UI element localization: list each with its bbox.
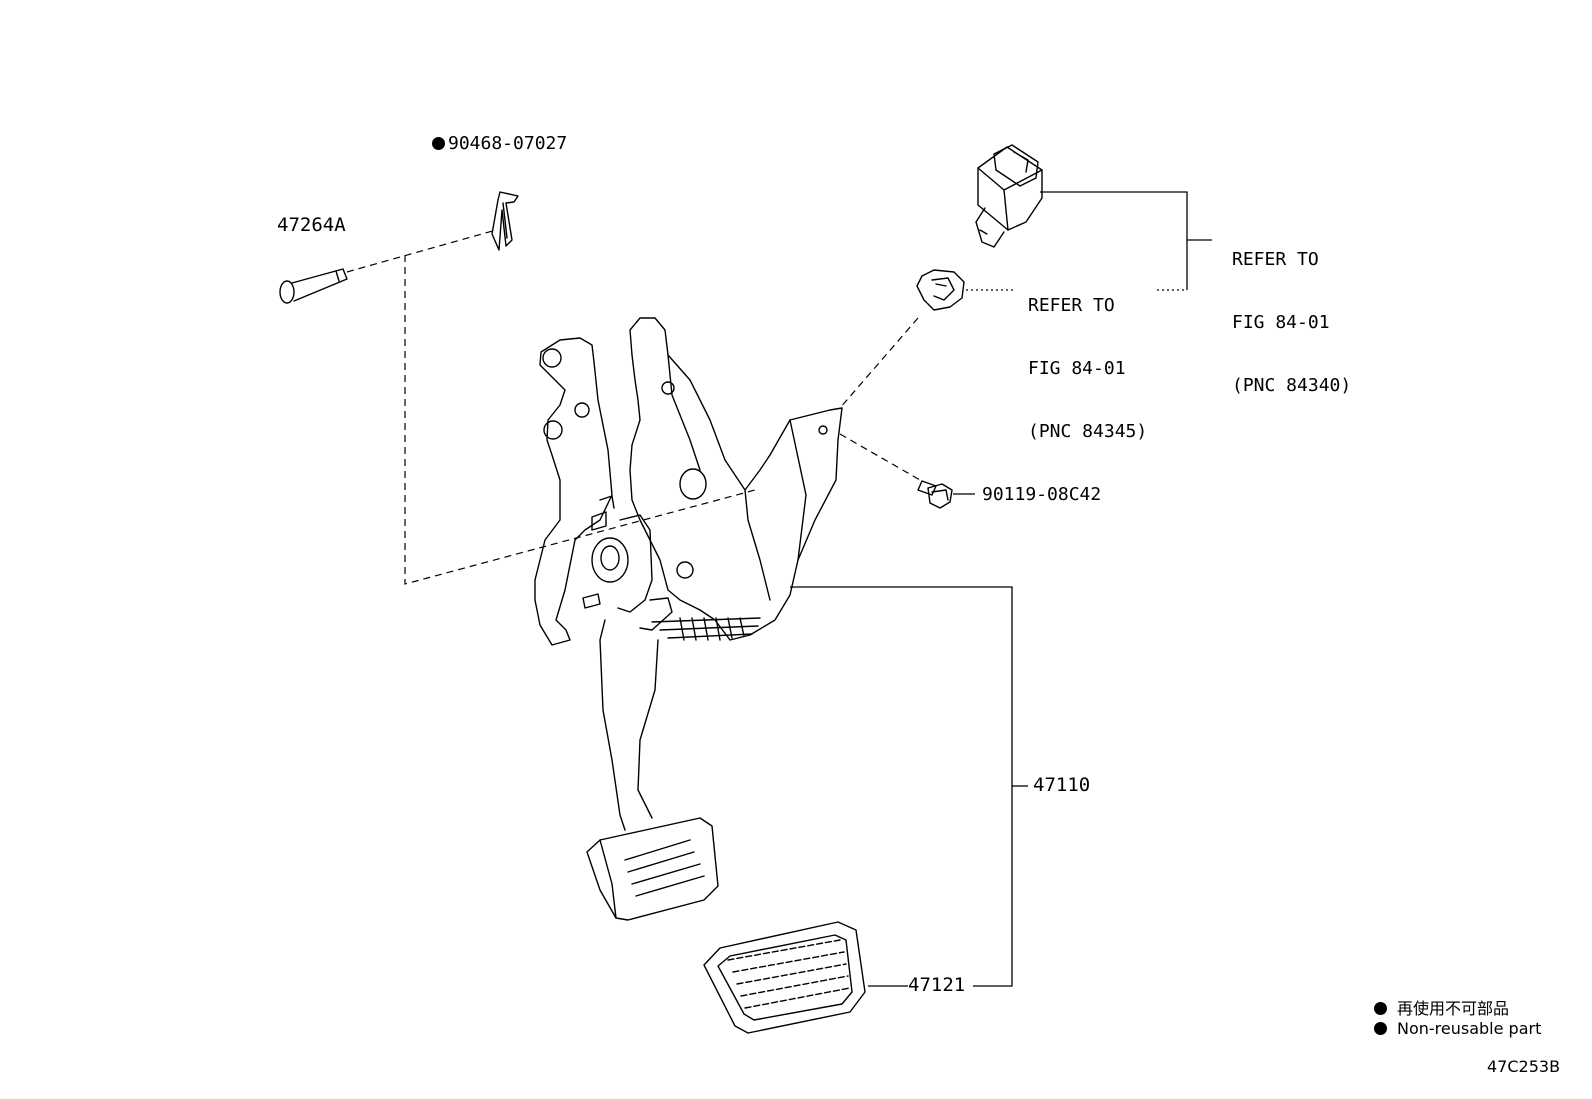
bolt-drawing — [917, 480, 953, 509]
refer-cushion-line-3: (PNC 84345) — [1028, 421, 1148, 442]
refer-cushion-line-1: REFER TO — [1028, 295, 1115, 316]
clevis-pin-drawing — [279, 268, 348, 304]
cushion-drawing — [916, 269, 965, 311]
legend-jp: 再使用不可部品 — [1374, 995, 1509, 1019]
legend-dot-icon — [1374, 1022, 1387, 1035]
refer-switch-line-2: FIG 84-01 — [1232, 312, 1330, 333]
refer-switch-line-1: REFER TO — [1232, 249, 1319, 270]
legend-dot-icon — [1374, 1002, 1387, 1015]
pedal-assembly-drawing — [534, 317, 843, 921]
refer-cushion-line-2: FIG 84-01 — [1028, 358, 1126, 379]
refer-to-switch[interactable]: REFER TO FIG 84-01 (PNC 84340) — [1232, 207, 1351, 417]
stop-lamp-switch-drawing — [975, 144, 1043, 248]
pedal-pad-drawing — [703, 921, 866, 1034]
clip-drawing — [491, 191, 519, 251]
part-label-bolt[interactable]: 90119-08C42 — [982, 484, 1102, 505]
legend-en: Non-reusable part — [1374, 1019, 1541, 1038]
part-label-pedal-assy[interactable]: 47110 — [1033, 774, 1091, 796]
part-label-pedal-pad[interactable]: 47121 — [908, 974, 966, 996]
non-reusable-marker-icon — [432, 137, 445, 150]
part-label-pin[interactable]: 47264A — [277, 214, 346, 236]
refer-to-cushion[interactable]: REFER TO FIG 84-01 (PNC 84345) — [1028, 253, 1147, 463]
part-label-clip[interactable]: 90468-07027 — [432, 133, 567, 154]
figure-code: 47C253B — [1487, 1057, 1561, 1076]
refer-switch-line-3: (PNC 84340) — [1232, 375, 1352, 396]
